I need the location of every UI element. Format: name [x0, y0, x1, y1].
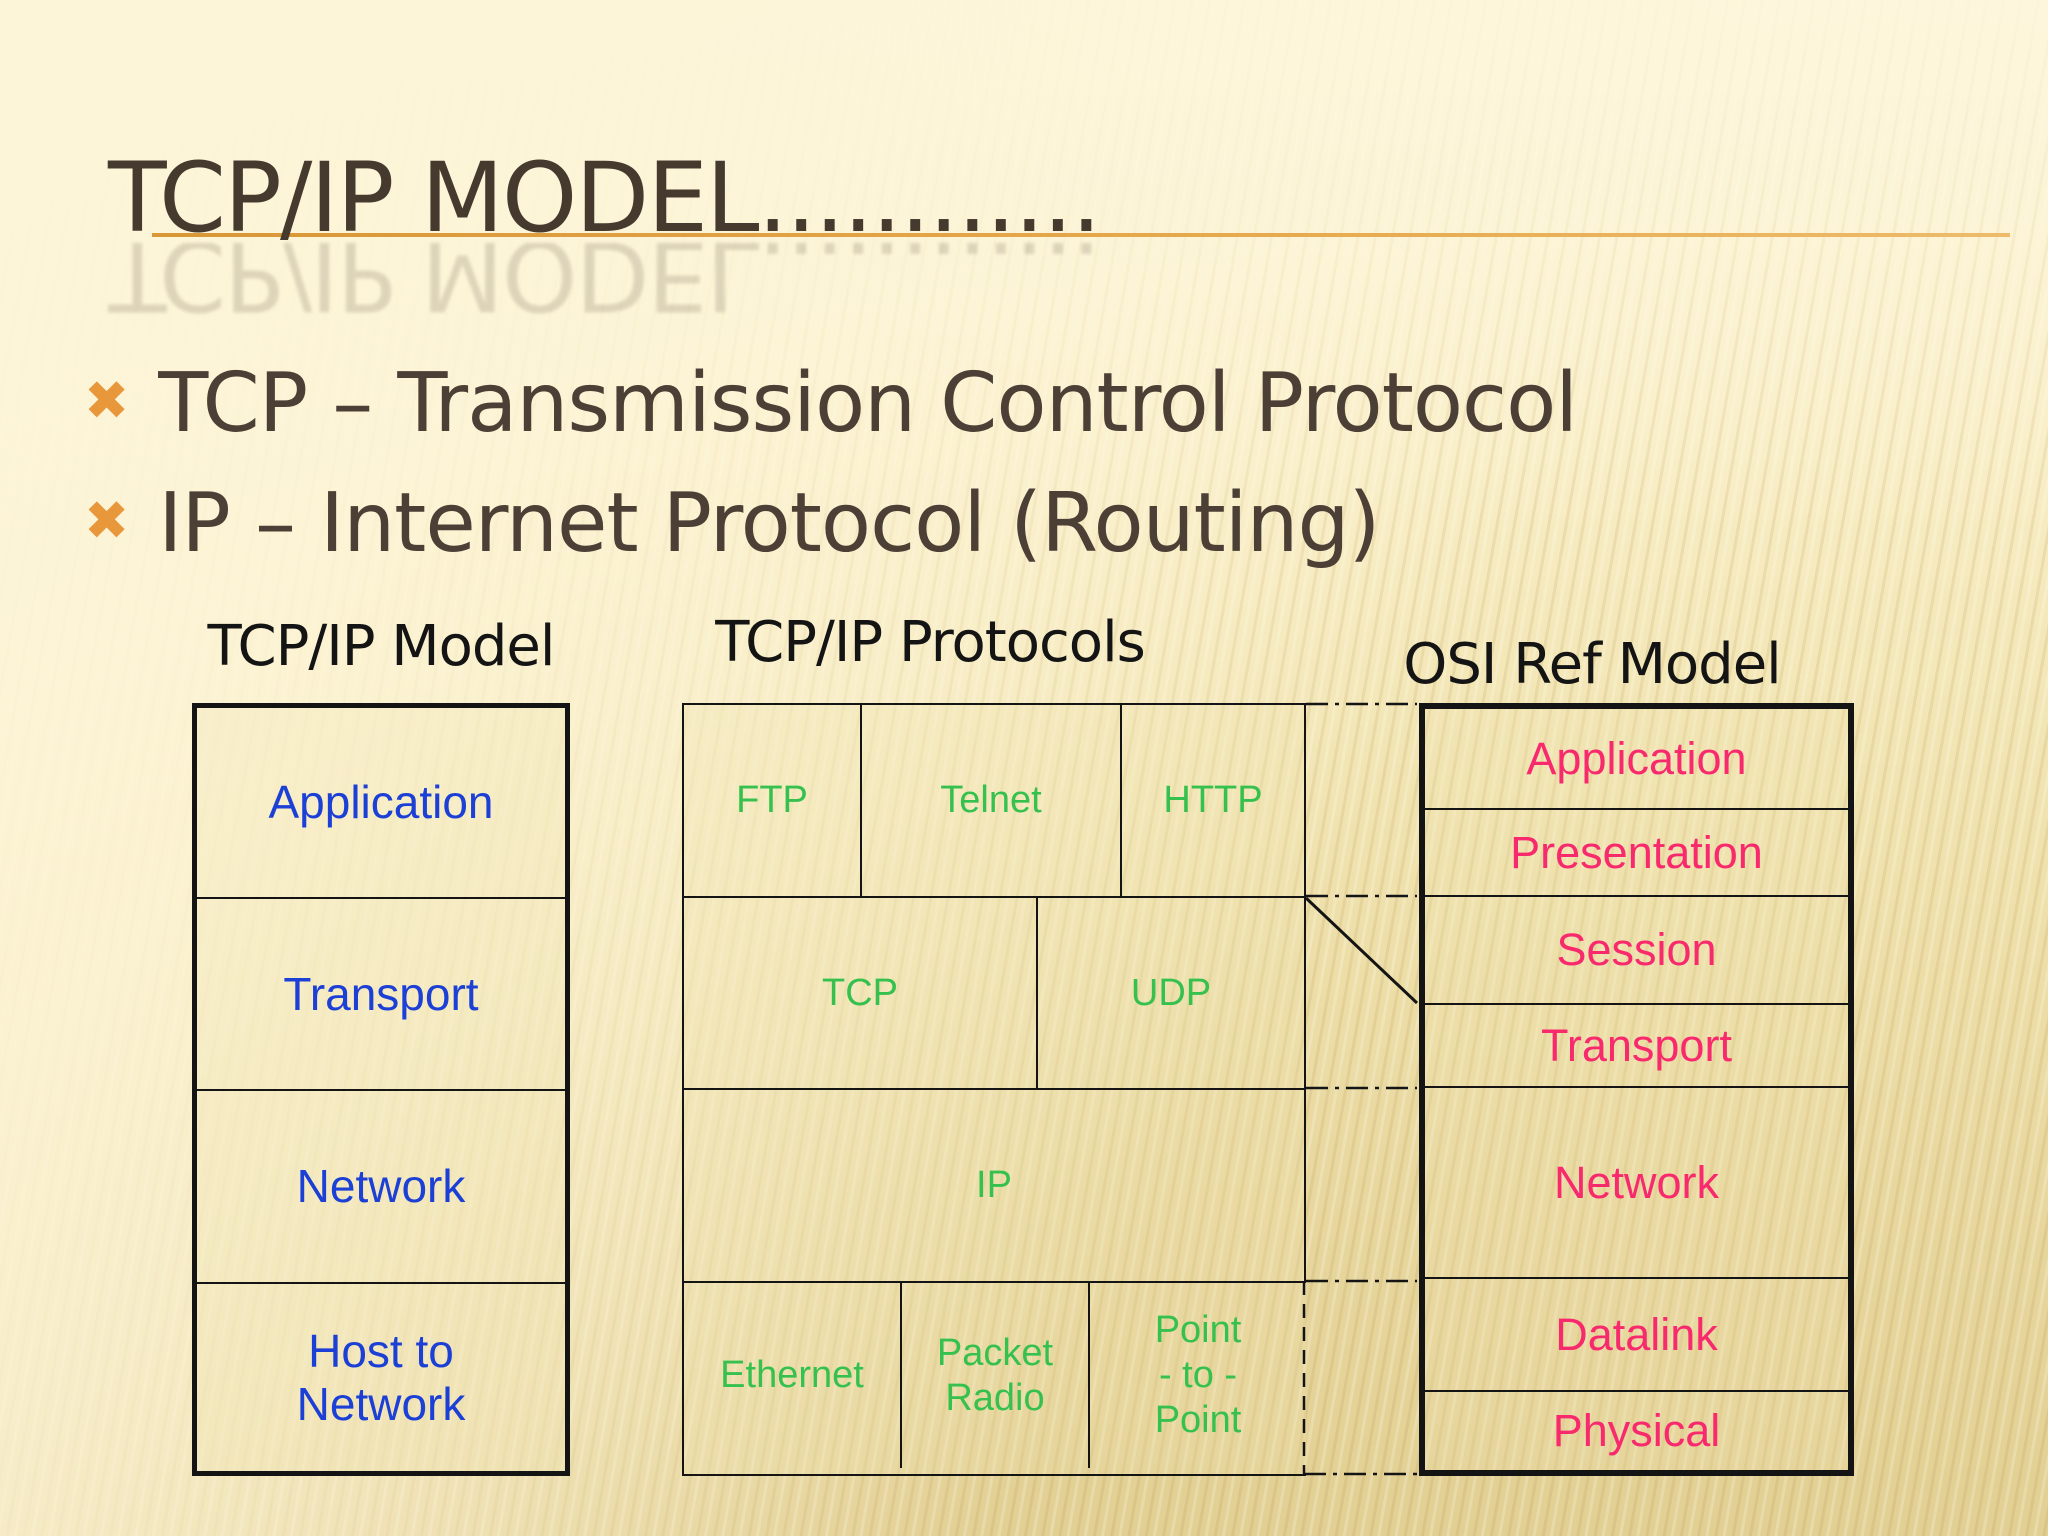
tcpip-model-row-host-to-network: Host to Network — [197, 1282, 565, 1471]
tcpip-protocols-table: FTP Telnet HTTP TCP UDP IP Ethernet Pack… — [682, 703, 1306, 1476]
bullet-text-tcp: TCP – Transmission Control Protocol — [158, 356, 1578, 451]
osi-ref-model-table: Application Presentation Session Transpo… — [1419, 703, 1854, 1476]
protocols-row-transport: TCP UDP — [684, 896, 1306, 1088]
bullet-x-icon: ✖ — [84, 369, 129, 432]
bullet-item-ip: ✖ IP – Internet Protocol (Routing) — [84, 476, 1381, 571]
osi-row-physical: Physical — [1425, 1390, 1848, 1470]
header-osi-ref-model: OSI Ref Model — [1403, 632, 1781, 697]
osi-row-network: Network — [1425, 1086, 1848, 1277]
protocols-row-host-to-network: Ethernet Packet Radio Point - to - Point — [684, 1281, 1306, 1468]
protocol-cell-ip: IP — [976, 1164, 1012, 1207]
protocols-row-application: FTP Telnet HTTP — [684, 705, 1306, 896]
tcpip-model-row-transport: Transport — [197, 897, 565, 1089]
osi-row-application: Application — [1526, 732, 1747, 784]
protocol-cell-telnet: Telnet — [860, 705, 1120, 896]
protocol-cell-tcp: TCP — [822, 971, 898, 1014]
protocol-cell-point-to-point: Point - to - Point — [1088, 1283, 1306, 1468]
title-underline — [152, 233, 2010, 237]
osi-row-presentation: Presentation — [1425, 808, 1848, 895]
tcpip-model-row-application: Application — [268, 776, 494, 829]
bullet-text-ip: IP – Internet Protocol (Routing) — [158, 476, 1380, 571]
tcpip-model-row-network: Network — [197, 1089, 565, 1282]
osi-row-session: Session — [1425, 895, 1848, 1003]
protocol-cell-http: HTTP — [1120, 705, 1304, 896]
protocol-cell-ftp: FTP — [736, 779, 808, 822]
osi-row-transport: Transport — [1425, 1003, 1848, 1086]
header-tcpip-protocols: TCP/IP Protocols — [715, 610, 1146, 675]
bullet-x-icon: ✖ — [84, 489, 129, 552]
protocol-cell-packet-radio: Packet Radio — [900, 1283, 1088, 1468]
protocol-cell-udp: UDP — [1036, 898, 1304, 1088]
header-tcpip-model: TCP/IP Model — [207, 614, 556, 679]
protocol-cell-ethernet: Ethernet — [720, 1354, 864, 1397]
tcpip-model-table: Application Transport Network Host to Ne… — [192, 703, 570, 1476]
slide-title: TCP/IP MODEL............ — [108, 142, 1102, 254]
protocols-row-network: IP — [684, 1088, 1306, 1281]
osi-row-datalink: Datalink — [1425, 1277, 1848, 1390]
bullet-item-tcp: ✖ TCP – Transmission Control Protocol — [84, 356, 1578, 451]
